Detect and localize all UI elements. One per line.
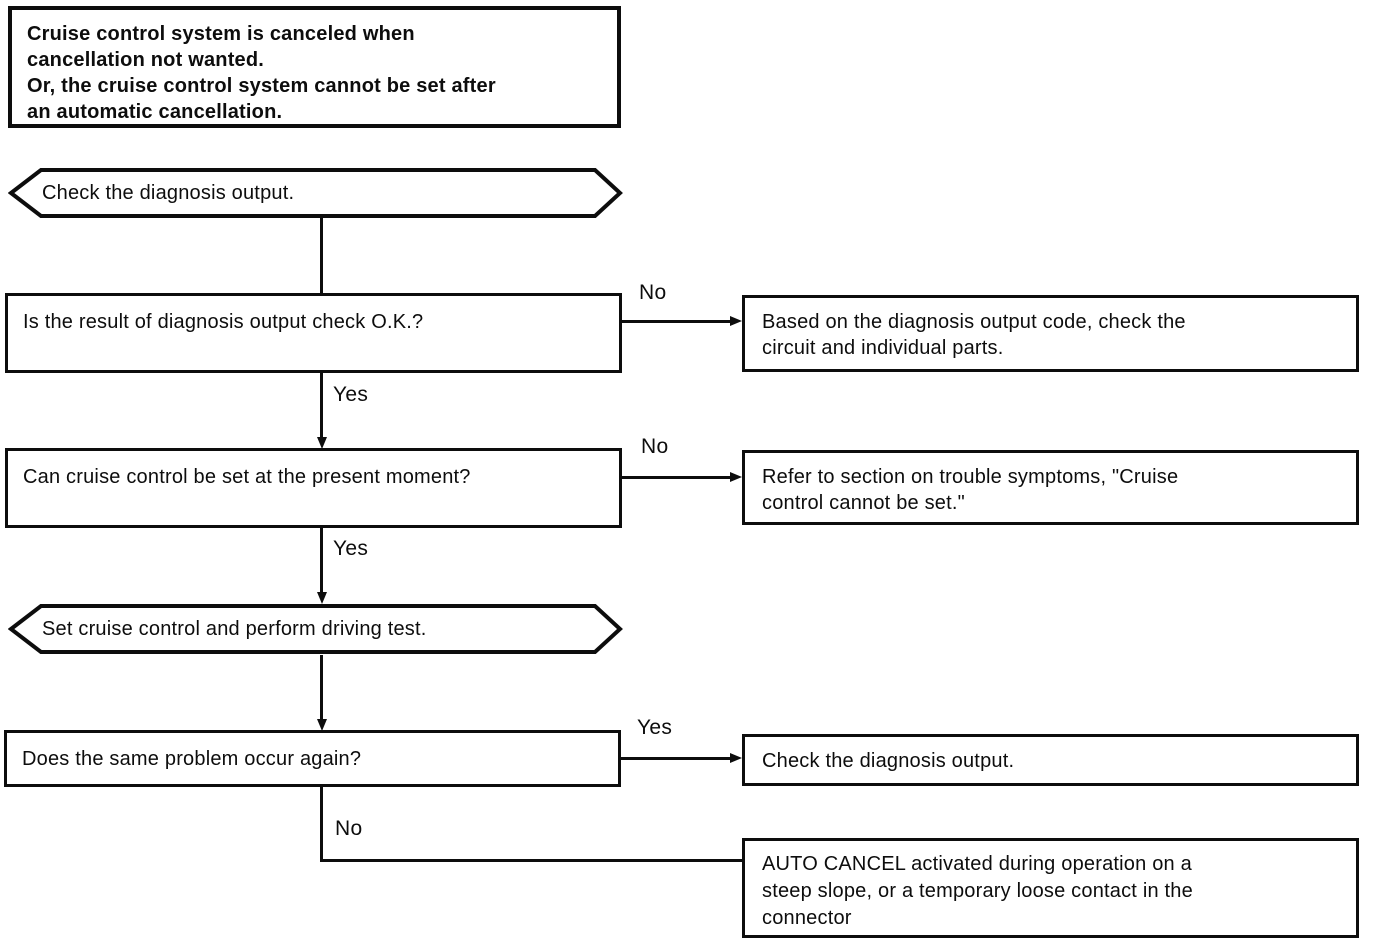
q2-no-arrowhead-icon [730,472,742,482]
q1-yes-arrowhead-icon [317,437,327,449]
result-check-diagnosis-box: Check the diagnosis output. [742,734,1359,786]
q3-yes-arrowhead-icon [730,753,742,763]
terminal-driving-test-text: Set cruise control and perform driving t… [42,617,427,640]
result-refer-symptoms-box: Refer to section on trouble symptoms, "C… [742,450,1359,525]
q1-yes-label: Yes [333,383,369,406]
result-auto-cancel-box: AUTO CANCEL activated during operation o… [742,838,1359,938]
connector-q1-yes [320,373,323,441]
connector-q1-no [622,320,732,323]
decision-problem-again-text: Does the same problem occur again? [22,748,362,770]
result-check-circuit-box: Based on the diagnosis output code, chec… [742,295,1359,372]
connector-check-to-q1 [320,217,323,293]
q3-no-label: No [335,817,363,840]
connector-q2-no [622,476,732,479]
decision-problem-again-box: Does the same problem occur again? [4,730,621,787]
terminal-check-diagnosis-text: Check the diagnosis output. [42,181,295,204]
hexagon-shape [8,168,623,218]
q3-in-arrowhead-icon [317,719,327,731]
result-check-circuit-text: Based on the diagnosis output code, chec… [762,311,1186,359]
q1-no-arrowhead-icon [730,316,742,326]
q2-yes-arrowhead-icon [317,592,327,604]
decision-diagnosis-ok-text: Is the result of diagnosis output check … [23,311,424,333]
result-auto-cancel-text: AUTO CANCEL activated during operation o… [762,853,1193,929]
connector-q3-no-vertical [320,787,323,862]
problem-statement-box: Cruise control system is canceled when c… [8,6,621,128]
decision-can-set-box: Can cruise control be set at the present… [5,448,622,528]
q2-yes-label: Yes [333,537,369,560]
decision-can-set-text: Can cruise control be set at the present… [23,466,471,488]
q2-no-label: No [641,435,669,458]
connector-q2-yes [320,528,323,596]
terminal-check-diagnosis: Check the diagnosis output. [8,167,623,219]
result-refer-symptoms-text: Refer to section on trouble symptoms, "C… [762,466,1179,514]
problem-statement-text: Cruise control system is canceled when c… [27,23,496,123]
connector-q3-no-horizontal [320,859,742,862]
hexagon-shape [8,604,623,654]
q3-yes-label: Yes [637,716,673,739]
connector-q3-yes [621,757,732,760]
q1-no-label: No [639,281,667,304]
decision-diagnosis-ok-box: Is the result of diagnosis output check … [5,293,622,373]
terminal-driving-test: Set cruise control and perform driving t… [8,603,623,655]
result-check-diagnosis-text: Check the diagnosis output. [762,750,1015,772]
connector-test-to-q3 [320,655,323,723]
